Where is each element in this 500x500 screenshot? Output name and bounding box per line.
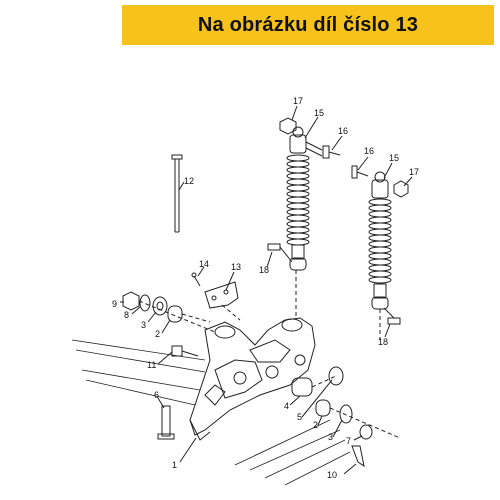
spring-coil xyxy=(286,238,310,246)
label-4: 4 xyxy=(284,401,289,411)
bolt-16-left xyxy=(322,145,341,159)
label-10: 10 xyxy=(327,470,337,480)
clip-10 xyxy=(351,445,365,468)
label-7: 7 xyxy=(346,436,351,446)
assembly-lines xyxy=(138,270,401,439)
label-15-left: 15 xyxy=(314,108,324,118)
spring-coil xyxy=(368,222,392,230)
spring-coil xyxy=(286,214,310,222)
title-banner: Na obrázku díl číslo 13 xyxy=(122,5,494,45)
label-6: 6 xyxy=(154,390,159,400)
spring-coil xyxy=(368,270,392,278)
spring-coil xyxy=(368,264,392,272)
long-bolt xyxy=(171,154,183,233)
perspective-lines xyxy=(71,339,351,486)
bolt-18-left xyxy=(267,243,293,263)
label-9: 9 xyxy=(112,299,117,309)
spring-coil xyxy=(286,202,310,210)
spring-coil xyxy=(286,154,310,162)
banner-text: Na obrázku díl číslo 13 xyxy=(197,13,419,36)
spring-coil xyxy=(286,196,310,204)
right-shock-absorber xyxy=(368,171,392,310)
label-18-left: 18 xyxy=(259,265,269,275)
label-2-right: 2 xyxy=(313,420,318,430)
label-5: 5 xyxy=(297,412,302,422)
spring-coil xyxy=(286,172,310,180)
leader-lines xyxy=(120,105,413,475)
spring-coil xyxy=(368,234,392,242)
spring-coil xyxy=(368,204,392,212)
spring-coil xyxy=(368,216,392,224)
label-17-left: 17 xyxy=(293,96,303,106)
label-13: 13 xyxy=(231,262,241,272)
bushing-5 xyxy=(328,366,344,386)
label-3-right: 3 xyxy=(328,432,333,442)
spring-coil xyxy=(368,240,392,248)
label-15-right: 15 xyxy=(389,153,399,163)
nut-17-left xyxy=(279,117,297,135)
spring-coil xyxy=(368,276,392,284)
spring-coil xyxy=(368,258,392,266)
screw-14 xyxy=(191,272,201,287)
label-1: 1 xyxy=(172,460,177,470)
label-16-right: 16 xyxy=(364,146,374,156)
collar-2-left xyxy=(167,305,183,323)
label-17-right: 17 xyxy=(409,167,419,177)
label-8: 8 xyxy=(124,310,129,320)
bolt-18-right xyxy=(383,307,401,325)
swing-arm-1 xyxy=(189,317,316,441)
cap-7 xyxy=(359,424,373,440)
spring-coil xyxy=(286,166,310,174)
spring-coil xyxy=(286,160,310,168)
nut-17-right xyxy=(393,180,409,198)
spring-coil xyxy=(368,198,392,206)
bracket-13 xyxy=(204,281,239,309)
label-14: 14 xyxy=(199,259,209,269)
spring-coil xyxy=(286,208,310,216)
label-3-left: 3 xyxy=(141,320,146,330)
label-16-left: 16 xyxy=(338,126,348,136)
spring-coil xyxy=(286,226,310,234)
spring-coil xyxy=(286,178,310,186)
label-2-left: 2 xyxy=(155,329,160,339)
spring-coil xyxy=(368,252,392,260)
spring-coil xyxy=(286,220,310,228)
washer-3-right xyxy=(339,404,353,424)
spring-coil xyxy=(368,210,392,218)
bolt-11 xyxy=(171,345,199,357)
nut-9 xyxy=(122,291,140,311)
spring-coil xyxy=(368,246,392,254)
washer-8 xyxy=(139,294,151,312)
part-labels: 17 15 16 16 15 17 12 14 13 18 18 9 8 3 2… xyxy=(112,96,419,480)
left-shock-absorber xyxy=(286,126,323,271)
label-12: 12 xyxy=(184,176,194,186)
spring-coil xyxy=(286,184,310,192)
bolt-16-right xyxy=(351,165,369,179)
bolt-6 xyxy=(157,405,175,440)
label-18-right: 18 xyxy=(378,337,388,347)
spring-coil xyxy=(286,232,310,240)
bushing-3-left xyxy=(152,296,168,316)
label-11: 11 xyxy=(147,360,156,370)
spring-coil xyxy=(368,228,392,236)
spring-coil xyxy=(286,190,310,198)
bushing-2-right xyxy=(315,399,331,417)
